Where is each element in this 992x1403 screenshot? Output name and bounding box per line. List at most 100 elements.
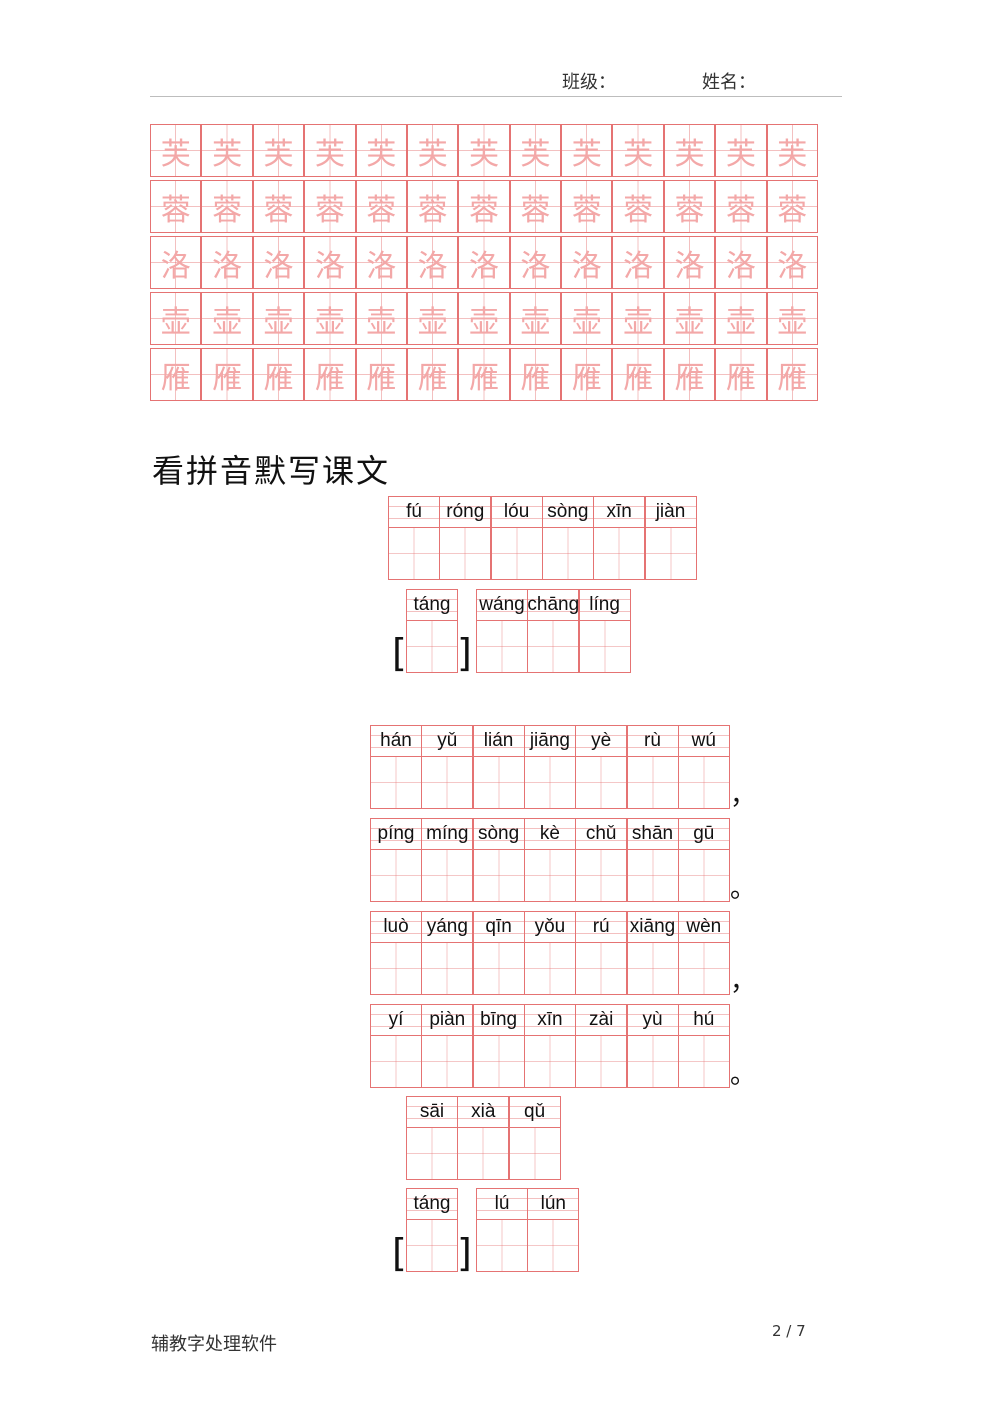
practice-cell[interactable]: 雁: [663, 348, 716, 401]
practice-cell[interactable]: 洛: [715, 236, 767, 289]
practice-cell[interactable]: 壶: [201, 292, 253, 345]
hanzi-writing-cell[interactable]: [677, 757, 730, 809]
practice-cell[interactable]: 蓉: [355, 180, 407, 233]
practice-cell[interactable]: 洛: [766, 236, 818, 289]
practice-cell[interactable]: 雁: [406, 348, 459, 401]
hanzi-writing-cell[interactable]: [541, 528, 594, 580]
practice-cell[interactable]: 芙: [561, 124, 613, 177]
hanzi-writing-cell[interactable]: [626, 943, 679, 995]
practice-cell[interactable]: 芙: [252, 124, 305, 177]
practice-cell[interactable]: 洛: [561, 236, 613, 289]
hanzi-writing-cell[interactable]: [472, 757, 525, 809]
hanzi-writing-cell[interactable]: [472, 1036, 525, 1088]
practice-cell[interactable]: 蓉: [715, 180, 767, 233]
hanzi-writing-cell[interactable]: [508, 1128, 561, 1180]
practice-cell[interactable]: 壶: [612, 292, 664, 345]
practice-cell[interactable]: 雁: [509, 348, 562, 401]
hanzi-writing-cell[interactable]: [476, 621, 528, 673]
practice-cell[interactable]: 蓉: [406, 180, 459, 233]
hanzi-writing-cell[interactable]: [626, 757, 679, 809]
practice-cell[interactable]: 洛: [150, 236, 202, 289]
practice-cell[interactable]: 雁: [304, 348, 356, 401]
hanzi-writing-cell[interactable]: [472, 943, 525, 995]
practice-cell[interactable]: 芙: [715, 124, 767, 177]
practice-cell[interactable]: 芙: [304, 124, 356, 177]
practice-cell[interactable]: 蓉: [766, 180, 818, 233]
practice-cell[interactable]: 洛: [304, 236, 356, 289]
practice-cell[interactable]: 蓉: [304, 180, 356, 233]
practice-cell[interactable]: 壶: [561, 292, 613, 345]
practice-cell[interactable]: 洛: [406, 236, 459, 289]
hanzi-writing-cell[interactable]: [575, 1036, 628, 1088]
practice-cell[interactable]: 壶: [458, 292, 510, 345]
practice-cell[interactable]: 洛: [201, 236, 253, 289]
hanzi-writing-cell[interactable]: [523, 1036, 576, 1088]
practice-cell[interactable]: 壶: [509, 292, 562, 345]
hanzi-writing-cell[interactable]: [406, 621, 458, 673]
practice-cell[interactable]: 芙: [458, 124, 510, 177]
hanzi-writing-cell[interactable]: [527, 1220, 580, 1272]
hanzi-writing-cell[interactable]: [421, 757, 474, 809]
hanzi-writing-cell[interactable]: [370, 757, 422, 809]
practice-cell[interactable]: 芙: [663, 124, 716, 177]
practice-cell[interactable]: 壶: [355, 292, 407, 345]
hanzi-writing-cell[interactable]: [406, 1128, 458, 1180]
practice-cell[interactable]: 洛: [355, 236, 407, 289]
hanzi-writing-cell[interactable]: [421, 850, 474, 902]
practice-cell[interactable]: 芙: [355, 124, 407, 177]
practice-cell[interactable]: 芙: [612, 124, 664, 177]
practice-cell[interactable]: 蓉: [663, 180, 716, 233]
hanzi-writing-cell[interactable]: [370, 850, 422, 902]
practice-cell[interactable]: 芙: [766, 124, 818, 177]
practice-cell[interactable]: 洛: [663, 236, 716, 289]
hanzi-writing-cell[interactable]: [421, 1036, 474, 1088]
practice-cell[interactable]: 蓉: [612, 180, 664, 233]
hanzi-writing-cell[interactable]: [677, 943, 730, 995]
practice-cell[interactable]: 壶: [715, 292, 767, 345]
practice-cell[interactable]: 雁: [201, 348, 253, 401]
hanzi-writing-cell[interactable]: [370, 943, 422, 995]
hanzi-writing-cell[interactable]: [677, 1036, 730, 1088]
hanzi-writing-cell[interactable]: [472, 850, 525, 902]
hanzi-writing-cell[interactable]: [421, 943, 474, 995]
practice-cell[interactable]: 雁: [458, 348, 510, 401]
practice-cell[interactable]: 雁: [612, 348, 664, 401]
practice-cell[interactable]: 洛: [509, 236, 562, 289]
practice-cell[interactable]: 芙: [406, 124, 459, 177]
practice-cell[interactable]: 洛: [612, 236, 664, 289]
practice-cell[interactable]: 雁: [355, 348, 407, 401]
practice-cell[interactable]: 壶: [252, 292, 305, 345]
hanzi-writing-cell[interactable]: [439, 528, 492, 580]
practice-cell[interactable]: 壶: [406, 292, 459, 345]
hanzi-writing-cell[interactable]: [593, 528, 646, 580]
practice-cell[interactable]: 芙: [150, 124, 202, 177]
hanzi-writing-cell[interactable]: [575, 757, 628, 809]
hanzi-writing-cell[interactable]: [490, 528, 543, 580]
hanzi-writing-cell[interactable]: [457, 1128, 510, 1180]
practice-cell[interactable]: 雁: [252, 348, 305, 401]
practice-cell[interactable]: 雁: [561, 348, 613, 401]
practice-cell[interactable]: 壶: [766, 292, 818, 345]
hanzi-writing-cell[interactable]: [523, 757, 576, 809]
practice-cell[interactable]: 芙: [509, 124, 562, 177]
hanzi-writing-cell[interactable]: [677, 850, 730, 902]
hanzi-writing-cell[interactable]: [626, 1036, 679, 1088]
hanzi-writing-cell[interactable]: [575, 943, 628, 995]
hanzi-writing-cell[interactable]: [406, 1220, 458, 1272]
hanzi-writing-cell[interactable]: [476, 1220, 528, 1272]
practice-cell[interactable]: 洛: [252, 236, 305, 289]
hanzi-writing-cell[interactable]: [523, 943, 576, 995]
practice-cell[interactable]: 壶: [150, 292, 202, 345]
practice-cell[interactable]: 蓉: [458, 180, 510, 233]
practice-cell[interactable]: 蓉: [561, 180, 613, 233]
hanzi-writing-cell[interactable]: [527, 621, 580, 673]
practice-cell[interactable]: 雁: [766, 348, 818, 401]
hanzi-writing-cell[interactable]: [370, 1036, 422, 1088]
practice-cell[interactable]: 蓉: [509, 180, 562, 233]
hanzi-writing-cell[interactable]: [626, 850, 679, 902]
practice-cell[interactable]: 芙: [201, 124, 253, 177]
practice-cell[interactable]: 雁: [715, 348, 767, 401]
practice-cell[interactable]: 蓉: [201, 180, 253, 233]
hanzi-writing-cell[interactable]: [388, 528, 440, 580]
hanzi-writing-cell[interactable]: [644, 528, 697, 580]
